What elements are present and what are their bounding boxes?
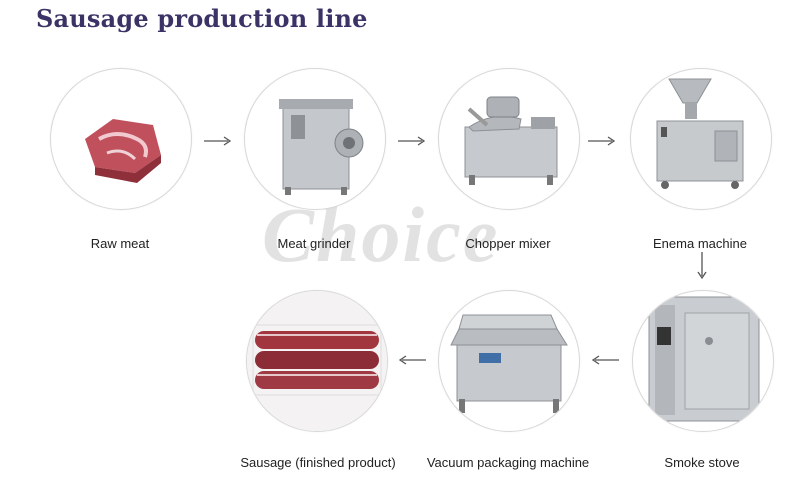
- smoke-stove-icon: [648, 296, 760, 422]
- step-smoke-stove: [632, 290, 774, 432]
- arrow-right-icon: [588, 136, 616, 146]
- sausage-icon: [247, 291, 387, 431]
- step-label-sausage: Sausage (finished product): [240, 455, 396, 470]
- step-enema-machine: [630, 68, 772, 210]
- vacuum-packaging-machine-icon: [450, 314, 568, 413]
- step-meat-grinder: [244, 68, 386, 210]
- meat-grinder-icon: [279, 99, 364, 195]
- arrow-left-icon: [591, 355, 619, 365]
- diagram-title: Sausage production line: [36, 4, 368, 33]
- arrow-down-icon: [697, 252, 707, 280]
- raw-meat-icon: [85, 119, 161, 183]
- chopper-mixer-icon: [464, 96, 558, 185]
- enema-machine-icon: [656, 78, 744, 189]
- arrow-right-icon: [204, 136, 232, 146]
- step-label-chopper-mixer: Chopper mixer: [465, 236, 551, 251]
- step-raw-meat: [50, 68, 192, 210]
- step-label-vacuum-packaging-machine: Vacuum packaging machine: [426, 455, 590, 470]
- arrow-right-icon: [398, 136, 426, 146]
- step-label-smoke-stove: Smoke stove: [664, 455, 740, 470]
- step-sausage-finished-product: [246, 290, 388, 432]
- step-chopper-mixer: [438, 68, 580, 210]
- step-label-raw-meat: Raw meat: [90, 236, 150, 251]
- step-label-enema-machine: Enema machine: [653, 236, 747, 251]
- arrow-left-icon: [398, 355, 426, 365]
- step-label-meat-grinder: Meat grinder: [277, 236, 351, 251]
- step-vacuum-packaging-machine: [438, 290, 580, 432]
